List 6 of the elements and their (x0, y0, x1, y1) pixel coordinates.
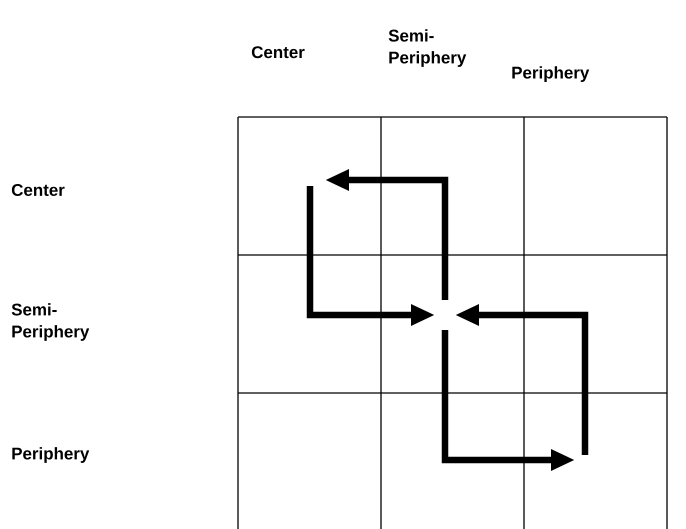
row-label: Semi- Periphery (12, 303, 90, 341)
row-label: Center (12, 184, 65, 196)
column-header: Periphery (512, 66, 590, 82)
column-header: Center (252, 46, 305, 58)
row-label: Periphery (12, 447, 90, 463)
column-header: Semi- Periphery (388, 29, 466, 67)
